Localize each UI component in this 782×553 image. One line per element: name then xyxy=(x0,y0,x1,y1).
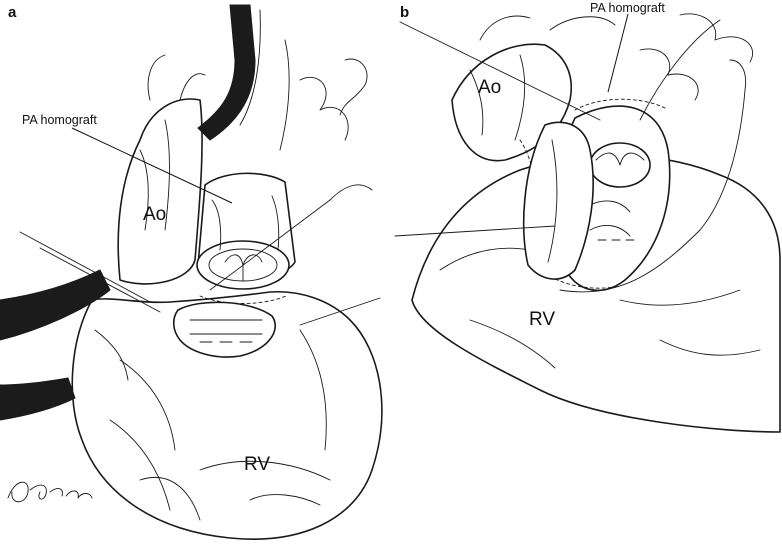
panel-a-ao-label: Ao xyxy=(143,204,167,225)
panel-a-letter: a xyxy=(8,4,17,21)
panel-b-heart-surface xyxy=(411,154,781,433)
panel-a-rv-label: RV xyxy=(244,454,271,475)
panel-a-signature xyxy=(7,481,93,503)
panel-b-ao-label: Ao xyxy=(478,77,502,98)
panel-b-pa-homograft-label: PA homograft xyxy=(590,1,665,15)
panel-a-cannula-left-lower xyxy=(0,377,76,421)
panel-b-rv-label: RV xyxy=(529,309,556,330)
panel-a-drawing xyxy=(0,4,383,540)
panel-a-aorta xyxy=(117,98,203,285)
panel-b-letter: b xyxy=(400,4,410,21)
panel-a-cannula-left-upper xyxy=(0,269,111,341)
panel-a-heart-outline xyxy=(71,290,383,540)
panel-a-cannula-top xyxy=(197,4,256,141)
panel-a-pa-homograft-label: PA homograft xyxy=(22,113,97,127)
panel-b-homograft-hood xyxy=(522,121,594,280)
